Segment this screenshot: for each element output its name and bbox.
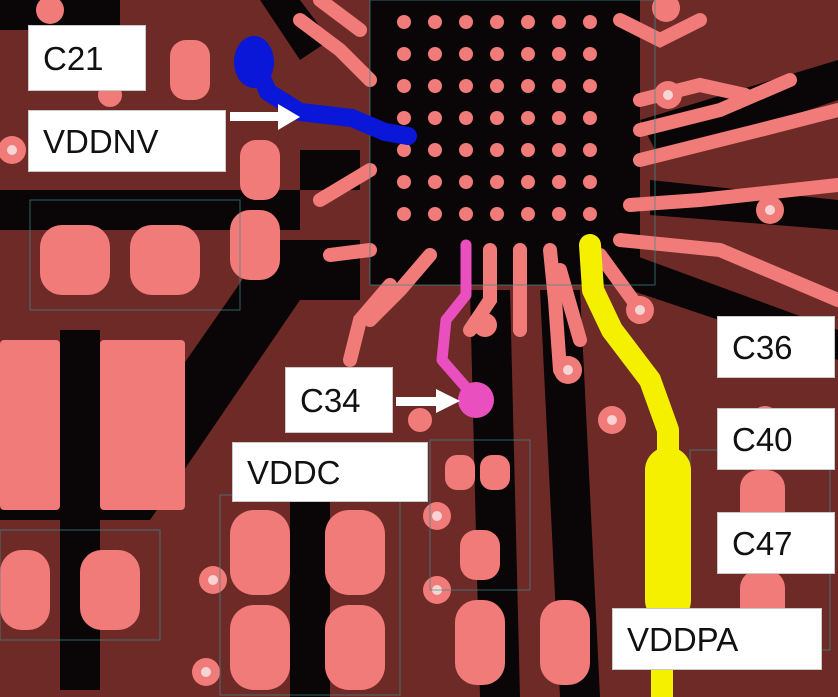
bga-ball	[397, 15, 411, 29]
bga-ball	[490, 143, 504, 157]
bga-ball	[583, 111, 597, 125]
bga-ball	[459, 175, 473, 189]
bga-ball	[552, 15, 566, 29]
label-c34: C34	[285, 367, 393, 433]
bga-ball	[490, 175, 504, 189]
bga-ball	[459, 79, 473, 93]
copper-traces	[293, 0, 838, 377]
bga-ball	[428, 79, 442, 93]
bga-ball	[459, 47, 473, 61]
bga-ball	[428, 175, 442, 189]
bga-ball	[397, 175, 411, 189]
bga-ball	[490, 111, 504, 125]
bga-ball	[428, 111, 442, 125]
bga-ball	[459, 111, 473, 125]
bga-ball	[552, 207, 566, 221]
copper-pads	[0, 40, 785, 690]
bga-ball	[521, 111, 535, 125]
bga-ball	[490, 47, 504, 61]
bga-ball	[521, 175, 535, 189]
bga-ball	[583, 47, 597, 61]
bga-ball	[583, 175, 597, 189]
bga-ball	[552, 175, 566, 189]
vddnv-arrow	[230, 104, 300, 130]
bga-ball	[521, 15, 535, 29]
bga-ball	[583, 143, 597, 157]
bga-ball	[428, 143, 442, 157]
vddc-trace	[436, 239, 476, 398]
bga-ball	[397, 143, 411, 157]
bga-ball	[552, 111, 566, 125]
bga-ball-grid	[397, 15, 597, 221]
bga-ball	[552, 143, 566, 157]
label-c21: C21	[28, 25, 146, 91]
bga-ball	[490, 207, 504, 221]
bga-ball	[490, 15, 504, 29]
bga-ball	[459, 143, 473, 157]
bga-ball	[521, 207, 535, 221]
bga-ball	[459, 207, 473, 221]
vddc-pad	[458, 382, 494, 418]
vddnv-trace	[243, 46, 417, 145]
bga-ball	[428, 15, 442, 29]
bga-ball	[583, 15, 597, 29]
label-c36: C36	[717, 316, 835, 378]
label-c40: C40	[717, 408, 835, 470]
bga-ball	[583, 79, 597, 93]
vddnv-pad	[234, 36, 274, 88]
bga-ball	[490, 79, 504, 93]
label-vddpa: VDDPA	[612, 608, 822, 670]
bga-ball	[397, 47, 411, 61]
bga-ball	[397, 111, 411, 125]
bga-ball	[521, 143, 535, 157]
label-vddc: VDDC	[232, 442, 428, 502]
label-vddnv: VDDNV	[28, 110, 226, 172]
bga-ball	[428, 47, 442, 61]
c34-arrow	[396, 389, 460, 413]
bga-ball	[397, 79, 411, 93]
bga-ball	[521, 79, 535, 93]
bga-ball	[459, 15, 473, 29]
bga-ball	[397, 207, 411, 221]
bga-ball	[583, 207, 597, 221]
bga-ball	[552, 79, 566, 93]
bga-ball	[521, 47, 535, 61]
bga-ball	[552, 47, 566, 61]
bga-ball	[428, 207, 442, 221]
label-c47: C47	[717, 512, 835, 574]
